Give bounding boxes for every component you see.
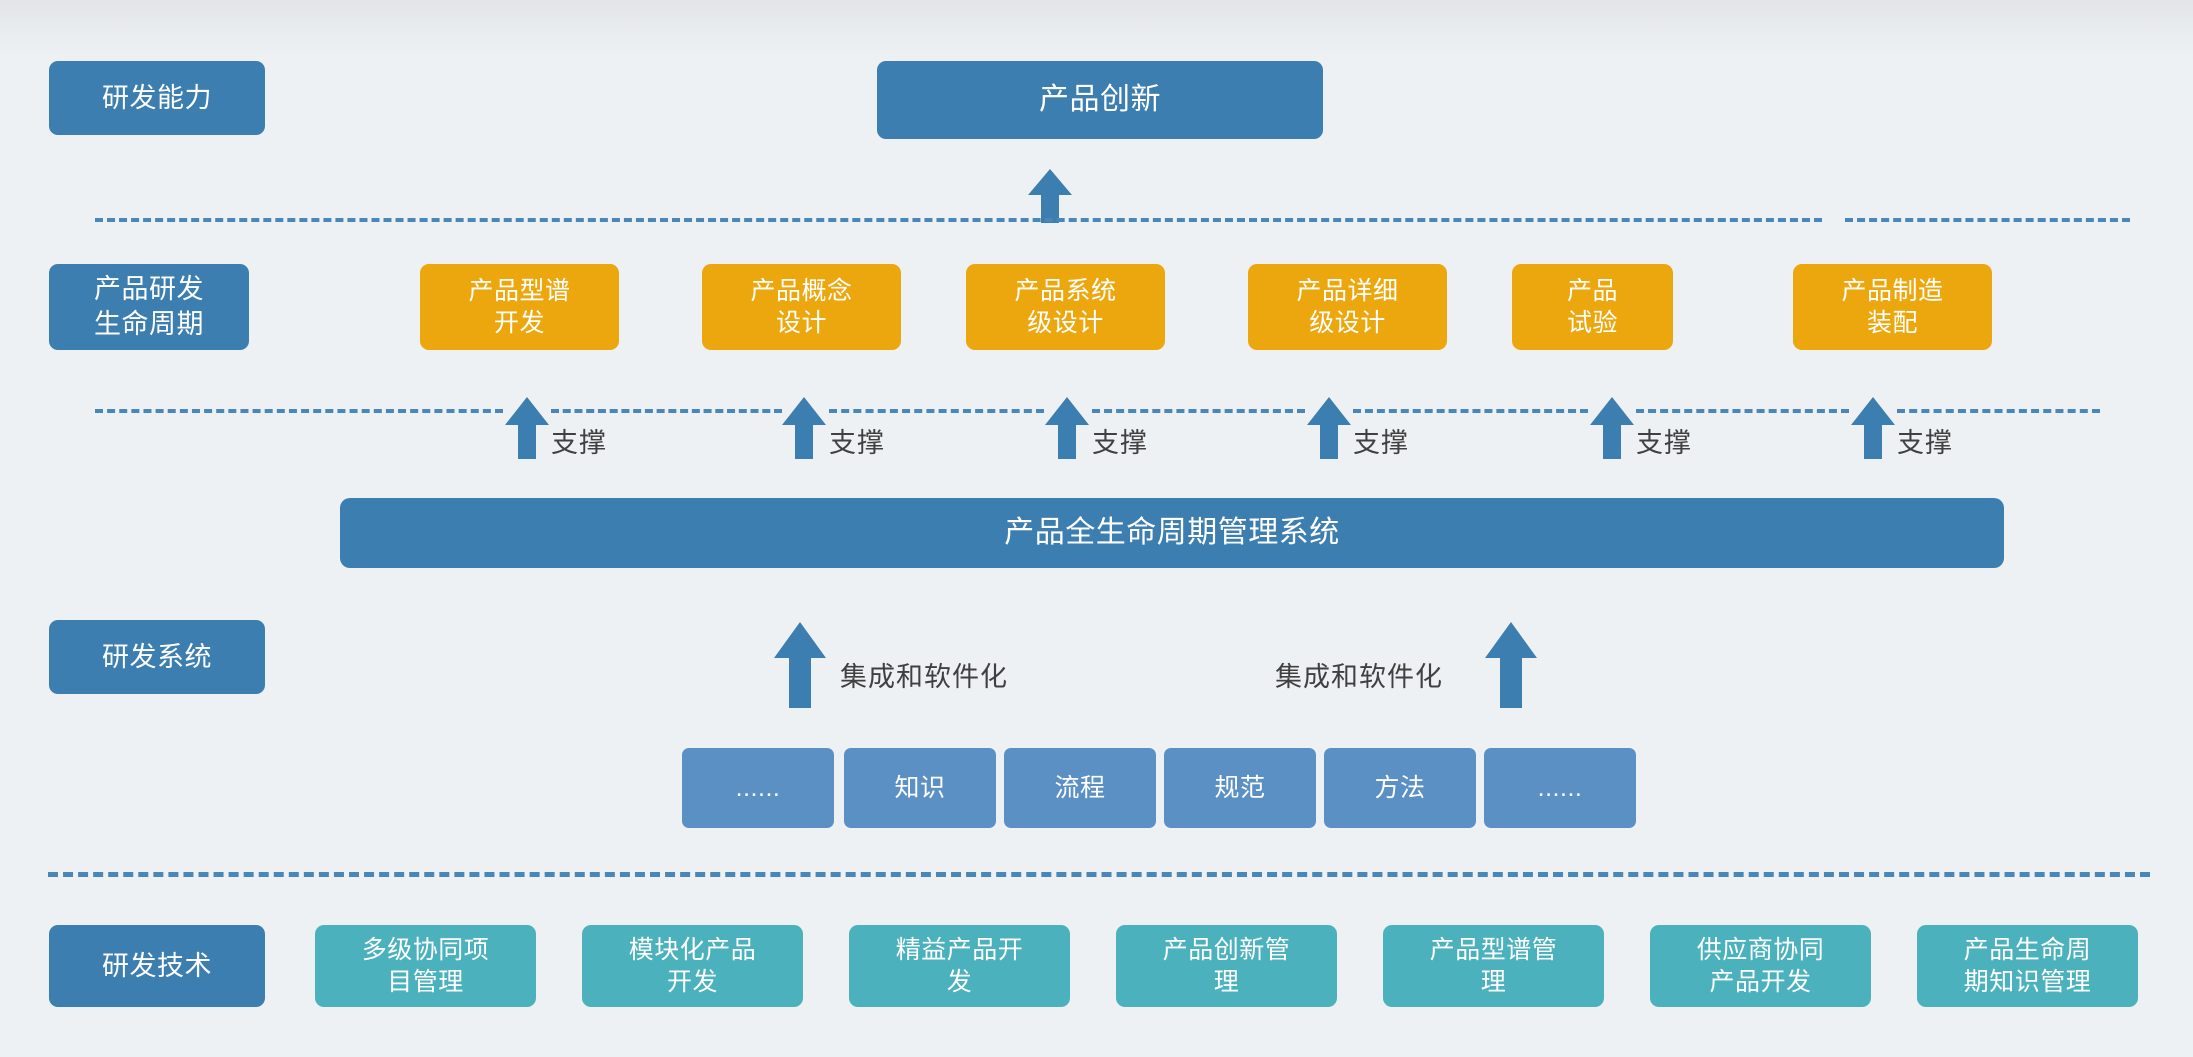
divider-lifecycle-system-seg1 — [551, 409, 782, 413]
asset-box-2-text: 流程 — [1054, 774, 1106, 802]
divider-lifecycle-system-seg2 — [829, 409, 1044, 413]
technology-box-5-text: 供应商协同 产品开发 — [1696, 936, 1825, 996]
asset-box-0: ...... — [682, 748, 834, 828]
asset-box-3-text: 规范 — [1214, 774, 1266, 802]
arrow-support-4 — [1588, 395, 1636, 461]
support-label-3: 支撑 — [1353, 428, 1409, 458]
lifecycle-stage-5-text: 产品制造 装配 — [1841, 277, 1944, 337]
technology-box-1-text: 模块化产品 开发 — [628, 936, 757, 996]
asset-box-4-text: 方法 — [1374, 774, 1426, 802]
support-label-0: 支撑 — [551, 428, 607, 458]
row-label-capability: 研发能力 — [49, 61, 265, 135]
lifecycle-stage-0-text: 产品型谱 开发 — [468, 277, 571, 337]
technology-box-1: 模块化产品 开发 — [582, 925, 803, 1007]
integration-label-right: 集成和软件化 — [1275, 662, 1443, 692]
asset-box-2: 流程 — [1004, 748, 1156, 828]
divider-system-technology — [48, 872, 2150, 877]
row-label-system-text: 研发系统 — [102, 641, 212, 672]
arrow-support-5 — [1849, 395, 1897, 461]
plm-system-box: 产品全生命周期管理系统 — [340, 498, 2004, 568]
product-innovation-box: 产品创新 — [877, 61, 1323, 139]
divider-lifecycle-system-seg4 — [1353, 409, 1588, 413]
technology-box-6-text: 产品生命周 期知识管理 — [1963, 936, 2092, 996]
technology-box-4: 产品型谱管 理 — [1383, 925, 1604, 1007]
asset-box-1: 知识 — [844, 748, 996, 828]
lifecycle-stage-2-text: 产品系统 级设计 — [1014, 277, 1117, 337]
row-label-lifecycle-text: 产品研发 生命周期 — [94, 274, 204, 339]
technology-box-0: 多级协同项 目管理 — [315, 925, 536, 1007]
lifecycle-stage-1: 产品概念 设计 — [702, 264, 901, 350]
asset-box-5: ...... — [1484, 748, 1636, 828]
arrow-up-to-innovation — [1026, 167, 1074, 225]
support-label-5: 支撑 — [1897, 428, 1953, 458]
divider-lifecycle-system-seg6 — [1897, 409, 2100, 413]
technology-box-0-text: 多级协同项 目管理 — [361, 936, 490, 996]
support-label-4: 支撑 — [1636, 428, 1692, 458]
lifecycle-stage-2: 产品系统 级设计 — [966, 264, 1165, 350]
arrow-integration-right — [1483, 620, 1539, 710]
support-label-1: 支撑 — [829, 428, 885, 458]
arrow-support-3 — [1305, 395, 1353, 461]
asset-box-4: 方法 — [1324, 748, 1476, 828]
technology-box-3-text: 产品创新管 理 — [1162, 936, 1291, 996]
plm-system-text: 产品全生命周期管理系统 — [1004, 515, 1340, 549]
lifecycle-stage-1-text: 产品概念 设计 — [750, 277, 853, 337]
technology-box-3: 产品创新管 理 — [1116, 925, 1337, 1007]
technology-box-2-text: 精益产品开 发 — [895, 936, 1024, 996]
technology-box-2: 精益产品开 发 — [849, 925, 1070, 1007]
lifecycle-stage-3: 产品详细 级设计 — [1248, 264, 1447, 350]
lifecycle-stage-4-text: 产品 试验 — [1566, 277, 1618, 337]
lifecycle-stage-0: 产品型谱 开发 — [420, 264, 619, 350]
support-label-2: 支撑 — [1092, 428, 1148, 458]
arrow-support-0 — [503, 395, 551, 461]
divider-capability-lifecycle — [95, 218, 1822, 222]
lifecycle-stage-3-text: 产品详细 级设计 — [1296, 277, 1399, 337]
technology-box-5: 供应商协同 产品开发 — [1650, 925, 1871, 1007]
integration-label-left: 集成和软件化 — [840, 662, 1008, 692]
divider-capability-lifecycle-right — [1845, 218, 2130, 222]
arrow-support-2 — [1043, 395, 1091, 461]
technology-box-4-text: 产品型谱管 理 — [1429, 936, 1558, 996]
asset-box-5-text: ...... — [1537, 774, 1583, 802]
row-label-system: 研发系统 — [49, 620, 265, 694]
row-label-technology-text: 研发技术 — [102, 950, 212, 981]
asset-box-3: 规范 — [1164, 748, 1316, 828]
asset-box-0-text: ...... — [735, 774, 781, 802]
lifecycle-stage-5: 产品制造 装配 — [1793, 264, 1992, 350]
divider-lifecycle-system-seg0 — [95, 409, 503, 413]
row-label-technology: 研发技术 — [49, 925, 265, 1007]
arrow-support-1 — [780, 395, 828, 461]
technology-box-6: 产品生命周 期知识管理 — [1917, 925, 2138, 1007]
lifecycle-stage-4: 产品 试验 — [1512, 264, 1673, 350]
row-label-capability-text: 研发能力 — [102, 82, 212, 113]
divider-lifecycle-system-seg3 — [1092, 409, 1305, 413]
product-innovation-text: 产品创新 — [1039, 82, 1161, 116]
divider-lifecycle-system-seg5 — [1636, 409, 1849, 413]
arrow-integration-left — [772, 620, 828, 710]
asset-box-1-text: 知识 — [894, 774, 946, 802]
row-label-lifecycle: 产品研发 生命周期 — [49, 264, 249, 350]
